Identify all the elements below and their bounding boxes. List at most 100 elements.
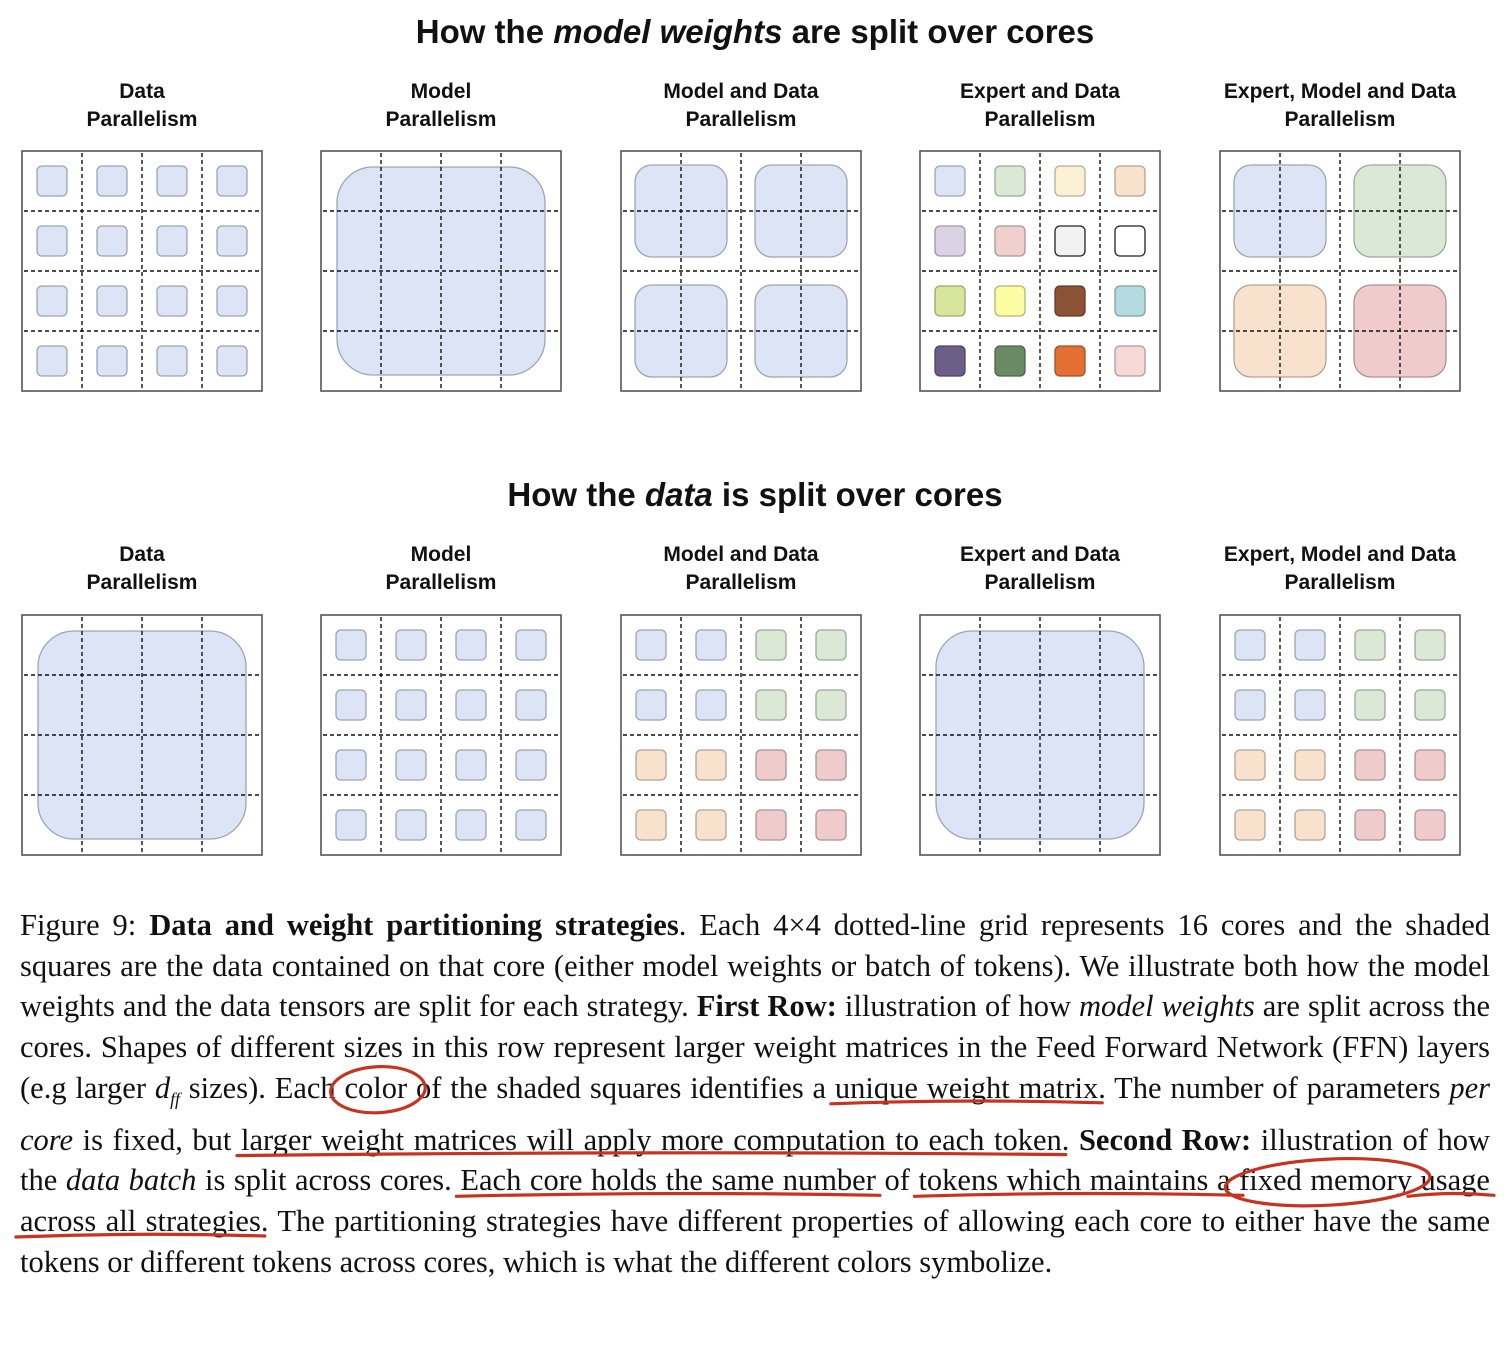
shard-block (1054, 345, 1086, 377)
panel-label-line1: Data (119, 80, 165, 103)
shard-block (1294, 689, 1326, 721)
shard-block (1414, 689, 1446, 721)
second-row-label: Second Row: (1078, 1122, 1252, 1157)
shard-block (36, 345, 68, 377)
shard-block (695, 749, 727, 781)
shard-block (1114, 165, 1146, 197)
shard-block (1354, 809, 1386, 841)
shard-block (515, 629, 547, 661)
shard-block (635, 809, 667, 841)
shard-block (1354, 749, 1386, 781)
panel-label-line2: Parallelism (686, 571, 797, 594)
shard-block (455, 809, 487, 841)
shard-block (695, 809, 727, 841)
shard-block (36, 285, 68, 317)
shard-block (635, 689, 667, 721)
shard-block (96, 165, 128, 197)
shard-block (994, 165, 1026, 197)
row1-title: How the model weights are split over cor… (416, 13, 1095, 50)
shard-block (395, 749, 427, 781)
shard-block (1354, 629, 1386, 661)
shard-block (1414, 809, 1446, 841)
shard-block (216, 345, 248, 377)
figure-caption: Figure 9: Data and weight partitioning s… (20, 908, 1491, 1279)
shard-block (815, 809, 847, 841)
panel-label-line2: Parallelism (686, 108, 797, 131)
shard-block (755, 629, 787, 661)
shard-block (815, 629, 847, 661)
shard-block (36, 225, 68, 257)
math-d: d (154, 1070, 171, 1105)
caption-title: Data and weight partitioning strategies (149, 908, 679, 942)
shard-block (216, 285, 248, 317)
annotated-fixed-memory: fixed memory (1239, 1163, 1412, 1198)
shard-block (335, 629, 367, 661)
shard-block (994, 345, 1026, 377)
shard-block (1114, 225, 1146, 257)
shard-block (156, 225, 188, 257)
shard-block (156, 285, 188, 317)
shard-block (1054, 225, 1086, 257)
shard-block (934, 345, 966, 377)
panel-label-line2: Parallelism (1285, 108, 1396, 131)
shard-block (1114, 345, 1146, 377)
shard-block (455, 689, 487, 721)
panel-label-line1: Model and Data (663, 80, 819, 103)
shard-block (1054, 165, 1086, 197)
shard-block (1414, 629, 1446, 661)
panel-label-line2: Parallelism (985, 571, 1096, 594)
shard-block (156, 345, 188, 377)
shard-block (455, 629, 487, 661)
shard-block (1054, 285, 1086, 317)
shard-block (455, 749, 487, 781)
panel-label-line2: Parallelism (386, 571, 497, 594)
shard-block (335, 749, 367, 781)
shard-block (1294, 749, 1326, 781)
shard-block (395, 689, 427, 721)
shard-block (934, 225, 966, 257)
shard-block (1294, 809, 1326, 841)
shard-block (36, 165, 68, 197)
shard-block (1234, 809, 1266, 841)
shard-block (934, 165, 966, 197)
shard-block (994, 285, 1026, 317)
panel-label-line1: Model and Data (663, 543, 819, 566)
shard-block (695, 629, 727, 661)
shard-block (515, 749, 547, 781)
partitioning-figure: How the model weights are split over cor… (21, 13, 1461, 856)
shard-block (335, 809, 367, 841)
shard-block (216, 165, 248, 197)
shard-block (934, 285, 966, 317)
shard-block (1114, 285, 1146, 317)
shard-block (395, 809, 427, 841)
shard-block (635, 749, 667, 781)
panel-label-line1: Model (411, 80, 472, 103)
panel-label-line1: Expert and Data (960, 543, 1120, 566)
underlined-same-number: Each core holds the same number (460, 1163, 876, 1198)
panel-label-line1: Expert and Data (960, 80, 1120, 103)
panel-label-line2: Parallelism (1285, 571, 1396, 594)
underlined-unique-weight-matrix: unique weight matrix (834, 1070, 1099, 1105)
shard-block (96, 285, 128, 317)
shard-block (1294, 629, 1326, 661)
math-ff: ff (170, 1088, 180, 1109)
panel-label-line1: Model (411, 543, 472, 566)
panel-label-line2: Parallelism (985, 108, 1096, 131)
caption-label: Figure 9: (20, 908, 150, 942)
shard-block (156, 165, 188, 197)
shard-block (96, 225, 128, 257)
shard-block (815, 689, 847, 721)
annotated-color: color (344, 1070, 408, 1105)
panel-label-line1: Data (119, 543, 165, 566)
shard-block (515, 809, 547, 841)
underlined-usage-phrase: usage across all strategies (20, 1163, 1490, 1239)
shard-block (1354, 689, 1386, 721)
